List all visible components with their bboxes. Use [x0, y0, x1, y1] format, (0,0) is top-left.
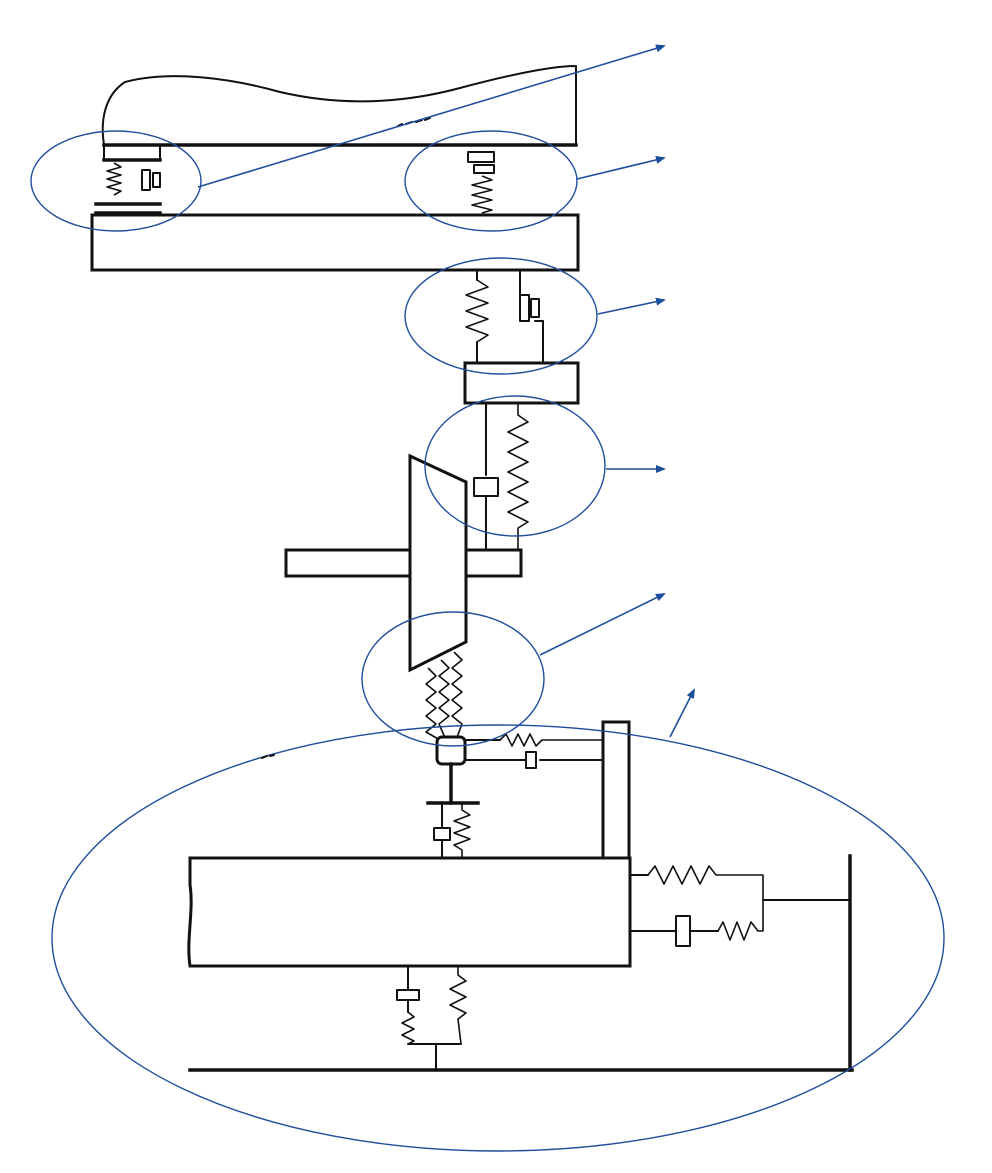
upper-right-damper-bottom — [473, 164, 495, 174]
arrow-wedge-tip — [539, 593, 666, 656]
table-ground-coupling — [396, 965, 467, 1071]
table-ground-right-spring — [449, 966, 467, 1045]
tip-spring-2 — [438, 659, 450, 741]
arrow-base-assembly — [669, 688, 695, 738]
vertical-column — [601, 720, 631, 860]
ring-wedge-tip — [361, 611, 545, 747]
table-wall-coupling — [629, 865, 851, 947]
table-ground-left-spring — [401, 1011, 415, 1045]
upper-left-damper-piston — [152, 172, 161, 188]
upper-right-mount — [467, 151, 495, 214]
main-beam — [90, 213, 580, 272]
beam-to-block-coupling — [465, 269, 544, 364]
ring-base-assembly — [51, 724, 945, 1152]
beam-block-spring — [465, 279, 489, 343]
intermediate-block — [463, 361, 580, 405]
beam-block-damper-piston — [530, 298, 540, 318]
block-wedge-spring — [507, 403, 529, 550]
horizontal-shaft — [284, 548, 523, 578]
node-table-spring — [453, 803, 471, 858]
tip-spring-3 — [451, 651, 463, 741]
arrow-upper-right — [576, 155, 666, 180]
ring-block-wedge-coupling — [424, 395, 606, 537]
node-horizontal-damper — [525, 751, 537, 769]
tip-spring-1 — [425, 667, 441, 741]
block-wedge-damper — [473, 477, 499, 497]
block-to-wedge-coupling — [473, 402, 529, 551]
table-wall-lower-spring — [717, 900, 764, 941]
beam-block-damper-cylinder — [519, 294, 530, 322]
ground-and-wall — [188, 854, 854, 1072]
arrow-beam-block — [597, 297, 666, 315]
highlight-rings — [30, 130, 945, 1152]
upper-left-damper-cylinder — [141, 169, 151, 191]
table-ground-damper — [396, 989, 420, 1001]
table-wall-upper-spring — [647, 865, 764, 900]
ring-upper-right-mount — [404, 130, 578, 232]
leader-arrows — [197, 44, 695, 738]
ring-upper-left-mount — [30, 130, 202, 232]
ring-beam-block-coupling — [404, 257, 598, 375]
top-plate — [101, 65, 578, 147]
wedge-tool — [408, 453, 468, 673]
node-table-coupling — [426, 801, 480, 859]
table-wall-damper — [675, 915, 691, 947]
node-horizontal-spring — [499, 733, 603, 747]
arrow-upper-left — [197, 44, 666, 188]
upper-right-spring — [471, 175, 493, 214]
upper-left-mount — [94, 144, 162, 215]
ring-dash-marks — [261, 754, 275, 759]
node-table-damper — [433, 827, 451, 841]
contact-node — [435, 733, 604, 805]
work-table — [187, 856, 632, 968]
upper-right-damper-top — [467, 151, 495, 163]
upper-left-spring — [106, 162, 122, 196]
